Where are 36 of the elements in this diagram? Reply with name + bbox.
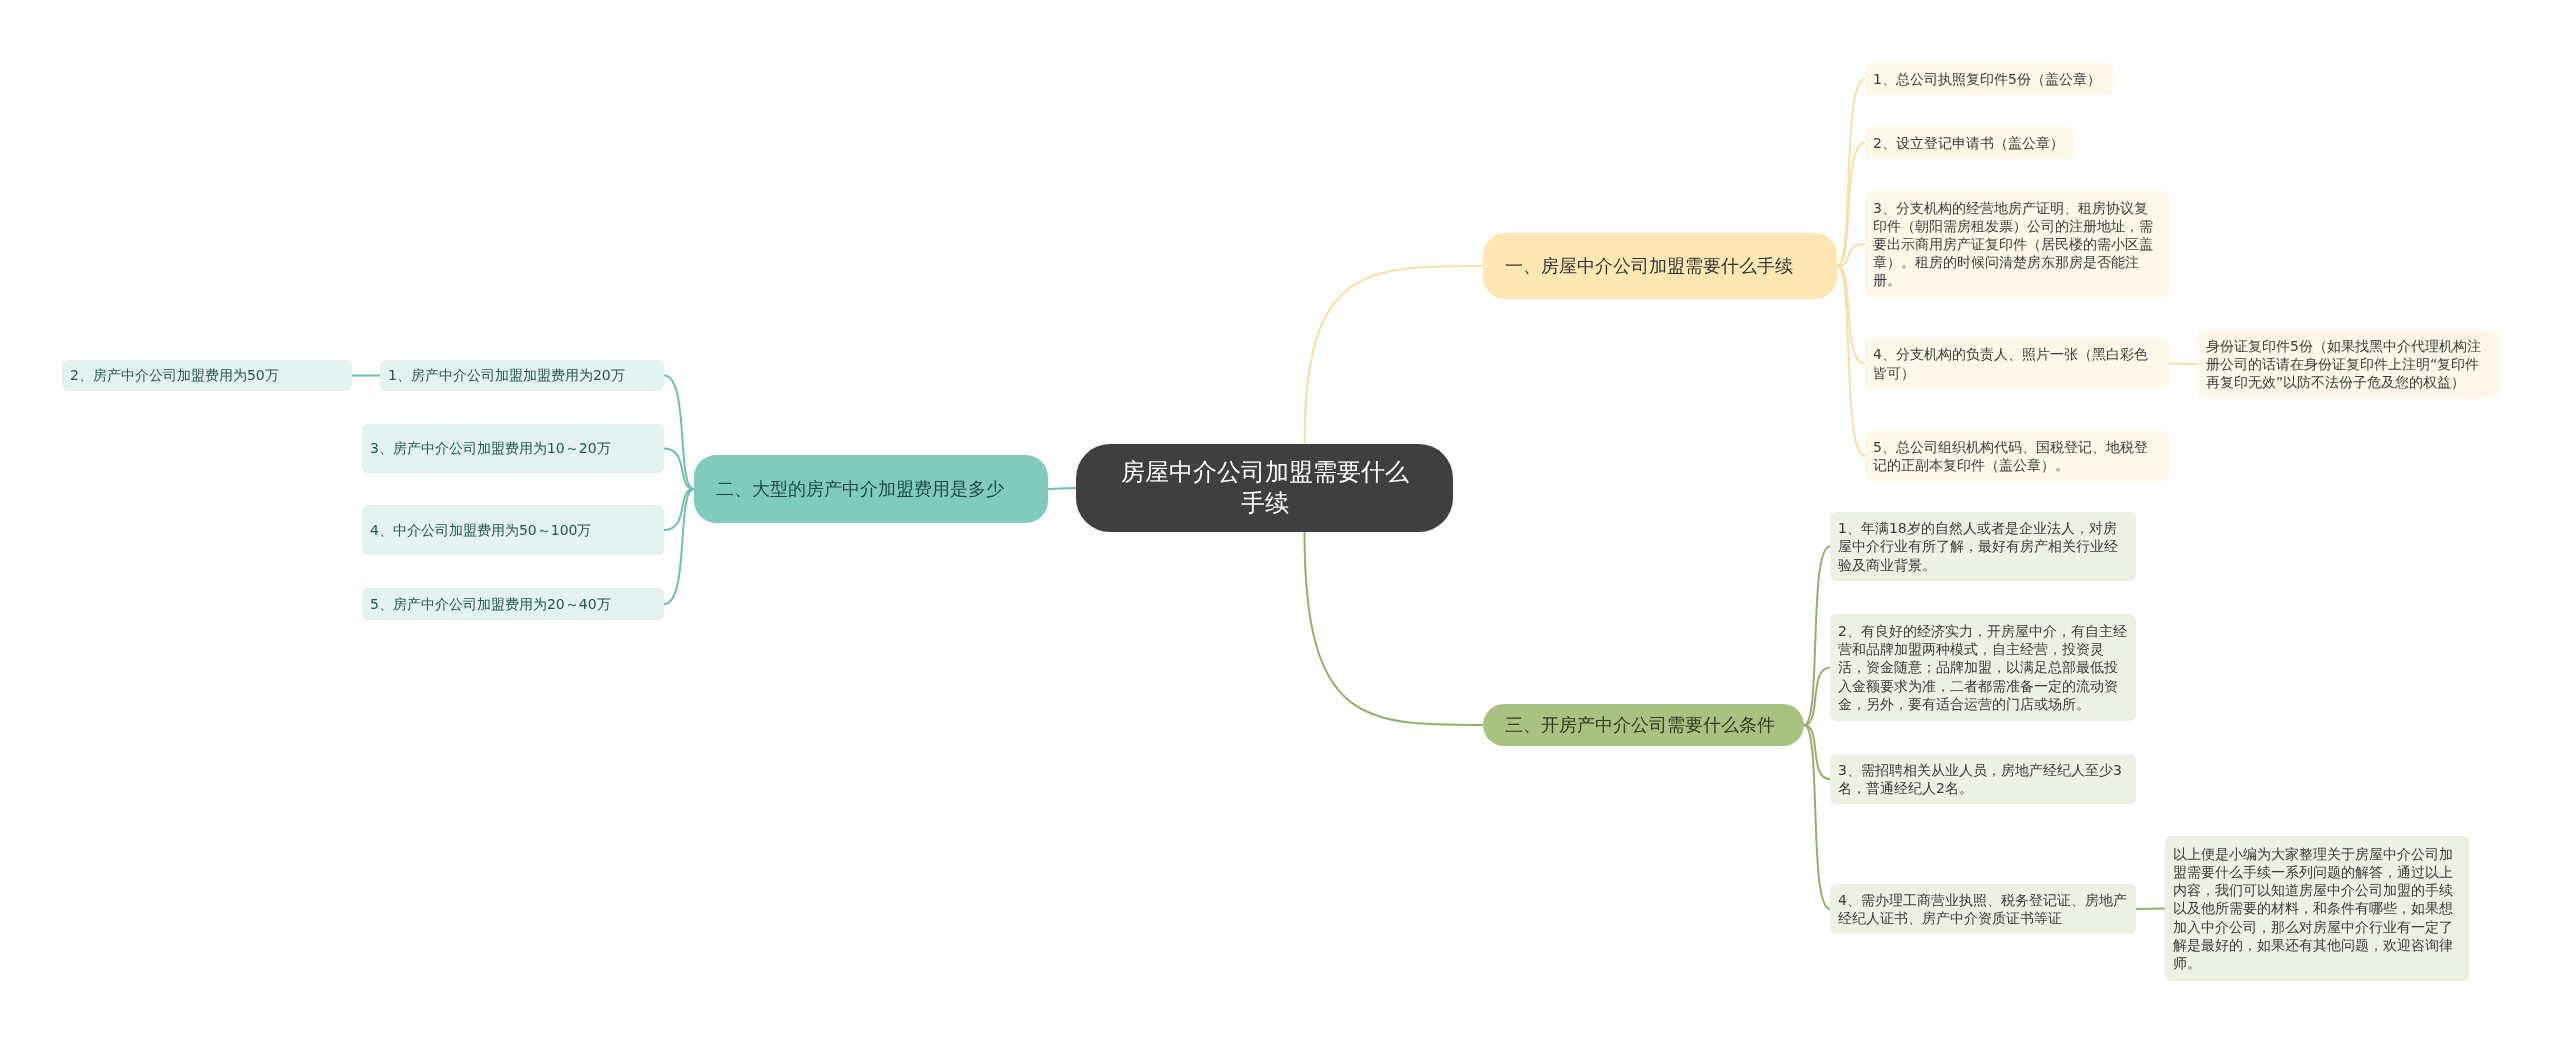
subtopic-box: 1、年满18岁的自然人或者是企业法人，对房屋中介行业有所了解，最好有房产相关行业经验及商业背景。	[1830, 512, 2136, 581]
branch-topic: 一、房屋中介公司加盟需要什么手续	[1483, 233, 1837, 299]
subtopic-box: 4、分支机构的负责人、照片一张（黑白彩色皆可）	[1865, 338, 2169, 389]
connector-line	[1836, 265, 1866, 457]
connector-line	[1303, 265, 1484, 445]
subtopic-box: 2、房产中介公司加盟费用为50万	[62, 360, 352, 391]
connector-line	[1803, 724, 1831, 780]
connector-line	[2135, 907, 2166, 910]
connector-line	[1836, 142, 1866, 267]
connector-line	[2168, 362, 2199, 365]
subtopic-box: 以上便是小编为大家整理关于房屋中介公司加盟需要什么手续一系列问题的解答，通过以上内容，我们可以知道房屋中介公司加盟的手续以及他所需要的材料，和条件有哪些，如果想加入中介公司，那么对房屋中介行业有一定了解是最好的，如果还有其他问题，欢迎咨询律师。	[2165, 836, 2469, 981]
subtopic-box: 4、需办理工商营业执照、税务登记证、房地产经纪人证书、房产中介资质证书等证	[1830, 884, 2136, 934]
connector-line	[1836, 78, 1866, 267]
connector-line	[1803, 545, 1831, 726]
connector-line	[663, 488, 695, 531]
connector-line	[351, 374, 381, 377]
subtopic-box: 3、分支机构的经营地房产证明、租房协议复印件（朝阳需房租发票）公司的注册地址，需要出示商用房产证复印件（居民楼的需小区盖章）。租房的时候问清楚房东那房是否能注册。	[1865, 191, 2169, 297]
subtopic-box: 1、总公司执照复印件5份（盖公章）	[1865, 63, 2113, 95]
central-topic: 房屋中介公司加盟需要什么手续	[1076, 444, 1453, 532]
subtopic-box: 3、需招聘相关从业人员，房地产经纪人至少3名，普通经纪人2名。	[1830, 754, 2136, 804]
subtopic-box: 身份证复印件5份（如果找黑中介代理机构注册公司的话请在身份证复印件上注明“复印件再复印无效”以防不法份子危及您的权益）	[2198, 330, 2500, 398]
connector-line	[1303, 531, 1484, 726]
subtopic-box: 2、有良好的经济实力，开房屋中介，有自主经营和品牌加盟两种模式，自主经营，投资灵活，资金随意；品牌加盟，以满足总部最低投入金额要求为准，二者都需准备一定的流动资金，另外，要有适合运营的门店或场所。	[1830, 614, 2136, 721]
subtopic-box: 5、房产中介公司加盟费用为20～40万	[362, 588, 664, 620]
connector-line	[1803, 724, 1831, 910]
connector-line	[663, 374, 695, 490]
branch-topic: 三、开房产中介公司需要什么条件	[1483, 704, 1804, 746]
connector-line	[1803, 666, 1831, 726]
subtopic-box: 4、中介公司加盟费用为50～100万	[362, 505, 664, 555]
subtopic-box: 5、总公司组织机构代码、国税登记、地税登记的正副本复印件（盖公章）。	[1865, 431, 2169, 481]
subtopic-box: 2、设立登记申请书（盖公章）	[1865, 127, 2075, 159]
subtopic-box: 1、房产中介公司加盟加盟费用为20万	[380, 360, 664, 391]
connector-line	[1047, 487, 1077, 490]
branch-topic: 二、大型的房产中介加盟费用是多少	[694, 455, 1048, 523]
connector-line	[663, 488, 695, 605]
subtopic-box: 3、房产中介公司加盟费用为10～20万	[362, 424, 664, 473]
